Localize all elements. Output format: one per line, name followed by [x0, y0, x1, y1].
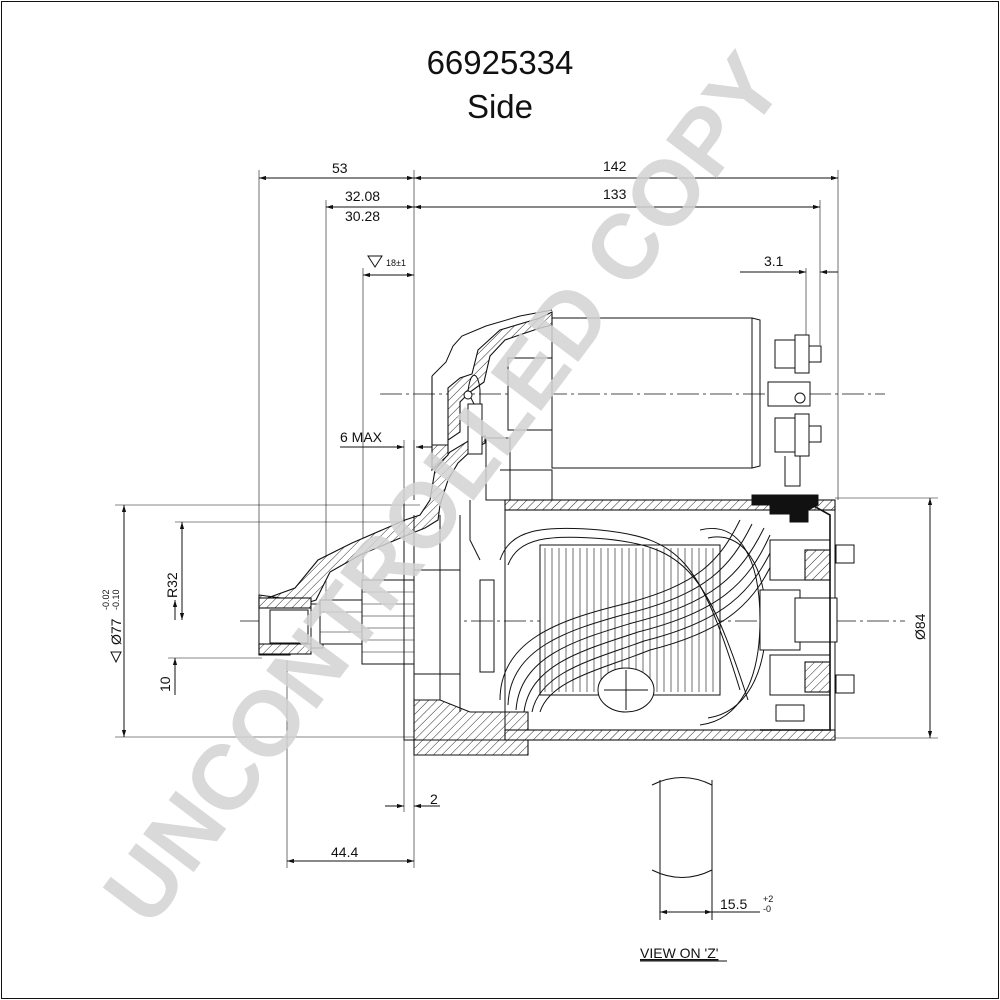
- dim-r32: R32: [164, 572, 180, 598]
- dim-18: 18±1: [386, 258, 406, 268]
- dim-53: 53: [332, 160, 348, 176]
- dim-2: 2: [430, 791, 438, 807]
- part-number-title: 66925334: [426, 44, 574, 81]
- brush-assembly: [759, 504, 855, 731]
- dim-15-5-tol-lower: -0: [763, 904, 771, 914]
- dim-d77-tol-upper: -0.02: [101, 589, 111, 610]
- lower-flange-section: [413, 699, 529, 756]
- dim-6-max: 6 MAX: [340, 429, 383, 445]
- field-windings: [499, 519, 777, 726]
- dim-15-5: 15.5: [720, 896, 747, 912]
- terminal-block: [751, 494, 819, 523]
- uncontrolled-copy-watermark: UNCONTROLLED COPY: [85, 36, 803, 942]
- view-on-z-label: VIEW ON 'Z': [640, 945, 718, 961]
- housing-tower-section: [431, 311, 553, 472]
- solenoid-terminals: [767, 334, 822, 487]
- dimension-lines: [110, 170, 938, 868]
- dim-3-1: 3.1: [764, 253, 784, 269]
- dim-10: 10: [157, 676, 173, 692]
- dim-15-5-tol-upper: +2: [763, 894, 773, 904]
- dim-30-28: 30.28: [345, 208, 380, 224]
- dim-142: 142: [603, 158, 627, 174]
- dim-d77: Ø77: [108, 618, 124, 645]
- solenoid: [463, 317, 822, 501]
- dim-32-08: 32.08: [345, 188, 380, 204]
- starter-motor: [258, 309, 855, 756]
- dim-44-4: 44.4: [331, 844, 358, 860]
- dimension-labels: 53 142 133 32.08 30.28 18±1 3.1 6 MAX R3…: [101, 158, 928, 860]
- pole-screw: [597, 667, 655, 713]
- view-name-title: Side: [466, 88, 534, 125]
- dim-d84: Ø84: [912, 613, 928, 640]
- view-on-z: [651, 777, 760, 920]
- pinion: [361, 569, 461, 675]
- dim-d77-tol-lower: -0.10: [111, 589, 121, 610]
- dim-133: 133: [603, 186, 627, 202]
